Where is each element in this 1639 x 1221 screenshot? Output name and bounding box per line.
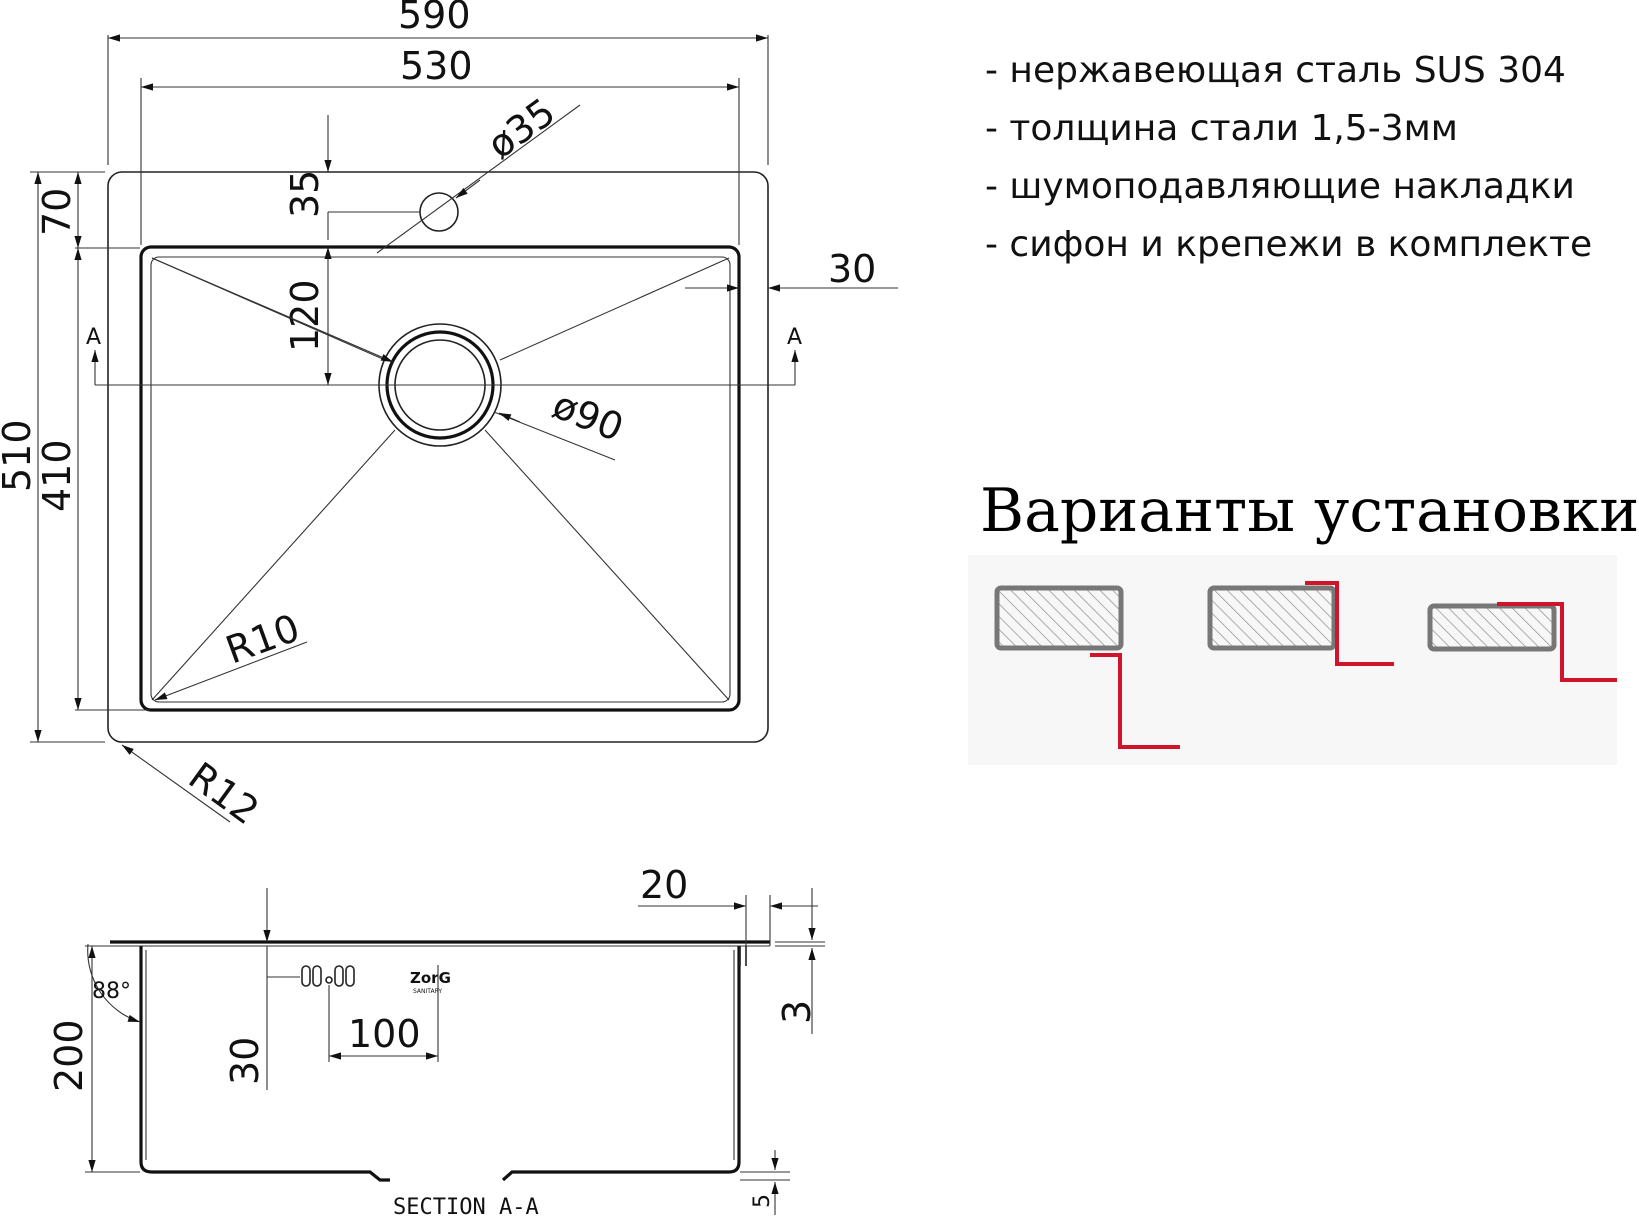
install-title: Варианты установки (980, 476, 1639, 546)
dim-line (498, 412, 521, 423)
logo-sub: SANITARY (413, 988, 442, 995)
dim-section-depth: 200 (47, 1019, 91, 1092)
bowl-inner-outline (150, 256, 731, 703)
sink-edge-red (1090, 653, 1180, 749)
spec-item: - нержавеющая сталь SUS 304 (985, 50, 1566, 91)
countertop-hatch (1427, 603, 1557, 652)
dim-drain-offset: 120 (283, 279, 327, 352)
dim-bowl-depth: 410 (35, 439, 79, 512)
section-bowl-inner (145, 950, 735, 1160)
dim-side-margin: 30 (828, 247, 876, 291)
section-bowl-profile (139, 946, 741, 1182)
dim-inner-radius: R10 (220, 606, 305, 673)
section-label: SECTION A-A (393, 1195, 539, 1220)
install-variant-inset (1207, 581, 1394, 666)
dim-line (154, 641, 308, 701)
spec-item: - толщина стали 1,5-3мм (985, 108, 1458, 149)
dim-line (121, 744, 231, 823)
install-variant-undermount (994, 585, 1180, 749)
dim-top-margin: 70 (35, 188, 79, 236)
bowl-outline (139, 245, 741, 712)
dim-overflow-spacing: 100 (348, 1012, 421, 1056)
spec-list: - нержавеющая сталь SUS 304 - толщина ст… (985, 42, 1592, 274)
dim-thickness: 3 (775, 1000, 819, 1024)
dim-overall-depth: 510 (0, 419, 39, 492)
angle-arc (87, 943, 141, 1023)
sink-edge-red (1497, 602, 1617, 682)
install-variants (968, 555, 1617, 765)
section-marker-right: A (787, 325, 802, 350)
dim-overall-width: 590 (398, 0, 471, 37)
countertop-hatch (1207, 585, 1337, 651)
slope-line (499, 257, 730, 361)
sink-edge-red (1305, 581, 1394, 666)
dim-tap-offset: 35 (283, 170, 327, 218)
section-lip (739, 946, 747, 966)
dim-bowl-width: 530 (400, 44, 473, 88)
slope-line (484, 429, 730, 701)
spec-item: - шумоподавляющие накладки (985, 166, 1575, 207)
brand-logo: ZorG SANITARY (410, 969, 451, 995)
dim-line (151, 257, 394, 363)
section-view: ZorG SANITARY 88° 200 30 100 20 3 (47, 863, 825, 1220)
logo-text: ZorG (410, 969, 451, 987)
overflow-holes (301, 965, 355, 987)
dim-line (455, 179, 481, 199)
slope-line (151, 429, 396, 701)
dim-tap-diameter: ø35 (479, 90, 563, 168)
dim-drain-diameter: ø90 (547, 383, 630, 451)
dim-outer-radius: R12 (181, 754, 267, 834)
dim-overflow-height: 30 (223, 1037, 267, 1085)
sink-outline (107, 171, 769, 743)
dim-bottom-step: 5 (750, 1194, 775, 1208)
install-variant-flush (1427, 602, 1617, 682)
top-view: 590 530 ø35 35 120 70 510 410 (0, 0, 898, 833)
section-marker-left: A (86, 325, 101, 350)
dim-flange: 20 (640, 863, 688, 907)
spec-item: - сифон и крепежи в комплекте (985, 224, 1593, 265)
dim-angle: 88° (92, 979, 131, 1004)
dim-line (376, 104, 581, 254)
countertop-hatch (994, 585, 1124, 651)
